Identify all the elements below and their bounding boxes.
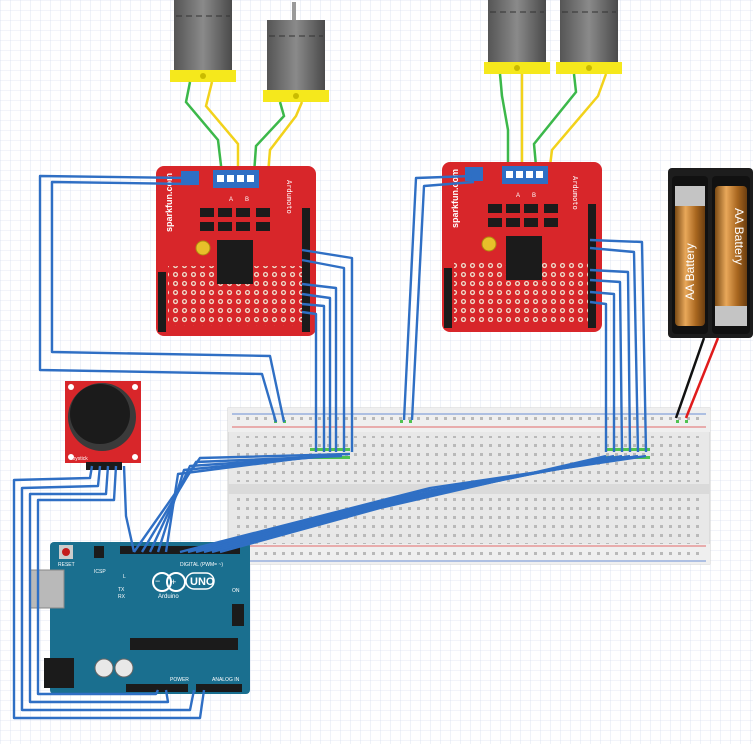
ardumoto-shield-right: sparkfun.com Ardumoto A B — [442, 162, 602, 332]
arduino-brand: Arduino — [158, 594, 179, 600]
shield-right-channel-a: A — [516, 193, 520, 199]
shield-left-channel-b: B — [245, 197, 249, 203]
shield-right-name: Ardumoto — [571, 176, 579, 210]
arduino-uno: − + UNO Arduino RESET ICSP DIGITAL (PWM=… — [29, 542, 250, 694]
arduino-led-tx: TX — [118, 587, 125, 593]
shield-right-brand: sparkfun.com — [450, 169, 460, 228]
shield-right-channel-b: B — [532, 193, 536, 199]
arduino-analog-label: ANALOG IN — [212, 677, 240, 683]
motor-3 — [484, 0, 550, 74]
arduino-logo: UNO — [190, 576, 215, 588]
signal-wires — [12, 174, 648, 720]
battery-wires — [674, 337, 720, 419]
joystick-label: Joystick — [70, 456, 88, 462]
battery-pack: AA Battery AA Battery — [668, 168, 753, 338]
arduino-led-l: L — [123, 574, 126, 580]
arduino-led-rx: RX — [118, 594, 126, 600]
shield-left-brand: sparkfun.com — [164, 173, 174, 232]
battery-cell-right-label: AA Battery — [732, 208, 746, 265]
ardumoto-shield-left: sparkfun.com Ardumoto A B — [156, 166, 316, 336]
arduino-reset-label: RESET — [58, 562, 75, 568]
motor-wires — [184, 73, 608, 175]
motor-2 — [263, 2, 329, 102]
shield-left-name: Ardumoto — [285, 180, 293, 214]
arduino-power-label: POWER — [170, 677, 189, 683]
motor-1 — [170, 0, 236, 82]
shield-left-channel-a: A — [229, 197, 233, 203]
arduino-digital-label: DIGITAL (PWM= ~) — [180, 562, 223, 568]
battery-cell-left-label: AA Battery — [683, 243, 697, 300]
arduino-icsp-label: ICSP — [94, 569, 106, 575]
arduino-infinity-minus: − — [155, 576, 160, 586]
arduino-on-label: ON — [232, 588, 240, 594]
arduino-infinity-plus: + — [171, 577, 176, 587]
joystick-module: Joystick — [65, 381, 141, 470]
motor-4 — [556, 0, 622, 74]
